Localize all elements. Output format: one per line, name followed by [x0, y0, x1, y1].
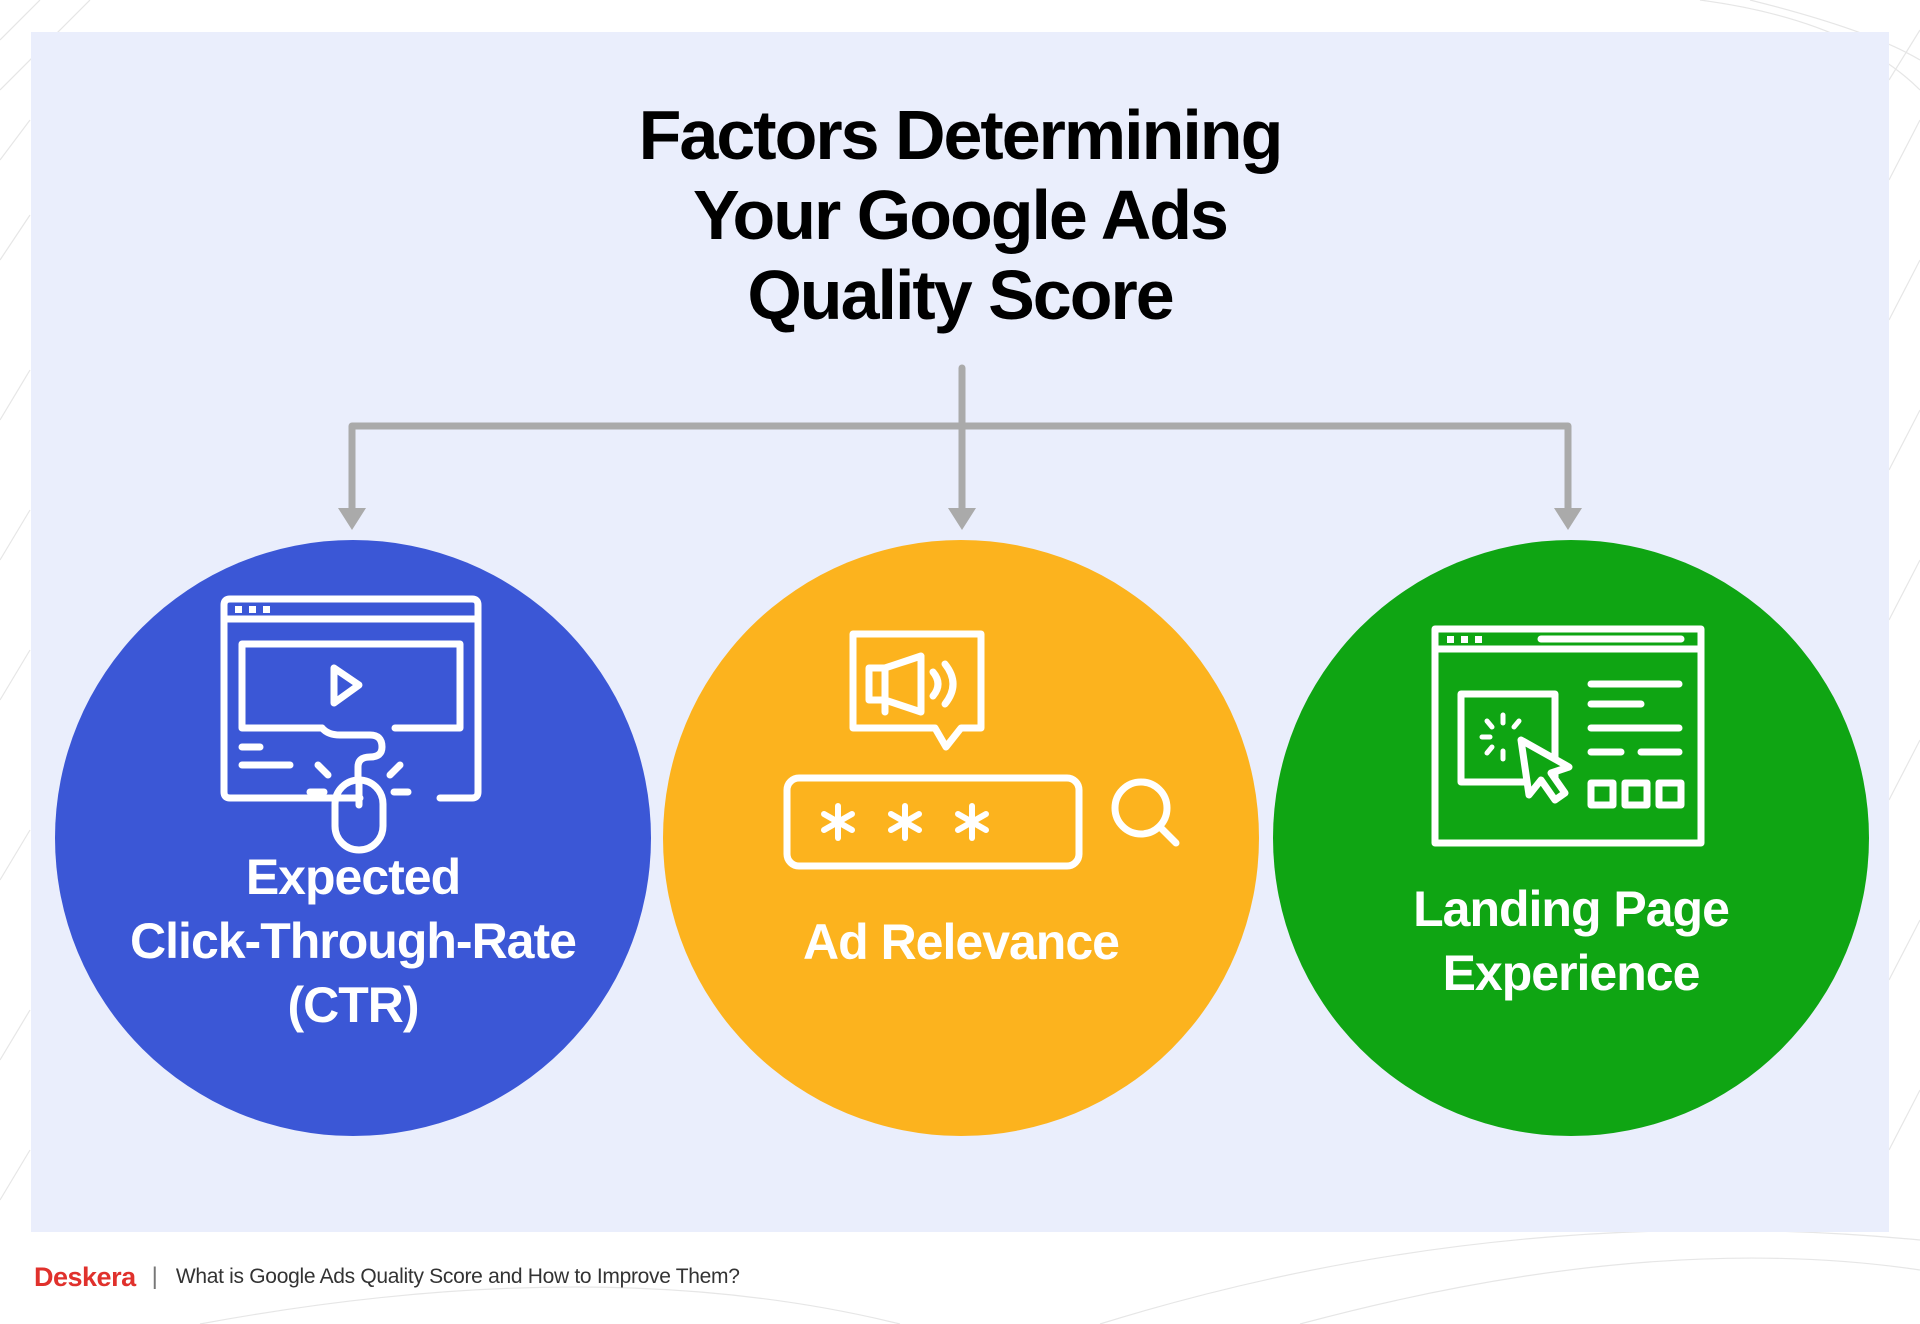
factor-ad-relevance-label: Ad Relevance: [693, 910, 1229, 974]
factor-landing-page-label-line-1: Landing Page: [1413, 881, 1730, 937]
browser-mouse-click-icon: [220, 595, 482, 854]
footer-separator: |: [151, 1263, 158, 1290]
factor-landing-page-label: Landing Page Experience: [1303, 877, 1839, 1005]
factor-landing-page-label-line-2: Experience: [1442, 945, 1701, 1001]
factor-ctr-label-line-1: Expected: [245, 849, 461, 905]
title-line-1: Factors Determining: [638, 96, 1284, 174]
webpage-cursor-icon: [1431, 625, 1705, 847]
diagram-title: Factors Determining Your Google Ads Qual…: [0, 95, 1920, 335]
factor-landing-page-circle: Landing Page Experience: [1273, 540, 1869, 1136]
factor-ctr-circle: Expected Click-Through-Rate (CTR): [55, 540, 651, 1136]
factor-ad-relevance-circle: Ad Relevance: [663, 540, 1259, 1136]
factor-ctr-label: Expected Click-Through-Rate (CTR): [85, 845, 621, 1037]
megaphone-search-icon: [783, 630, 1180, 870]
arrowhead-right: [1554, 508, 1582, 530]
title-line-2: Your Google Ads: [693, 176, 1229, 254]
arrowhead-left: [338, 508, 366, 530]
factor-ctr-label-line-3: (CTR): [287, 977, 419, 1033]
footer: Deskera | What is Google Ads Quality Sco…: [34, 1260, 740, 1294]
factor-ad-relevance-label-line-1: Ad Relevance: [803, 914, 1120, 970]
factor-ctr-label-line-2: Click-Through-Rate: [130, 913, 577, 969]
title-line-3: Quality Score: [747, 256, 1174, 334]
footer-caption: What is Google Ads Quality Score and How…: [175, 1265, 740, 1288]
brand-logo: Deskera: [34, 1261, 136, 1292]
arrowhead-center: [948, 508, 976, 530]
